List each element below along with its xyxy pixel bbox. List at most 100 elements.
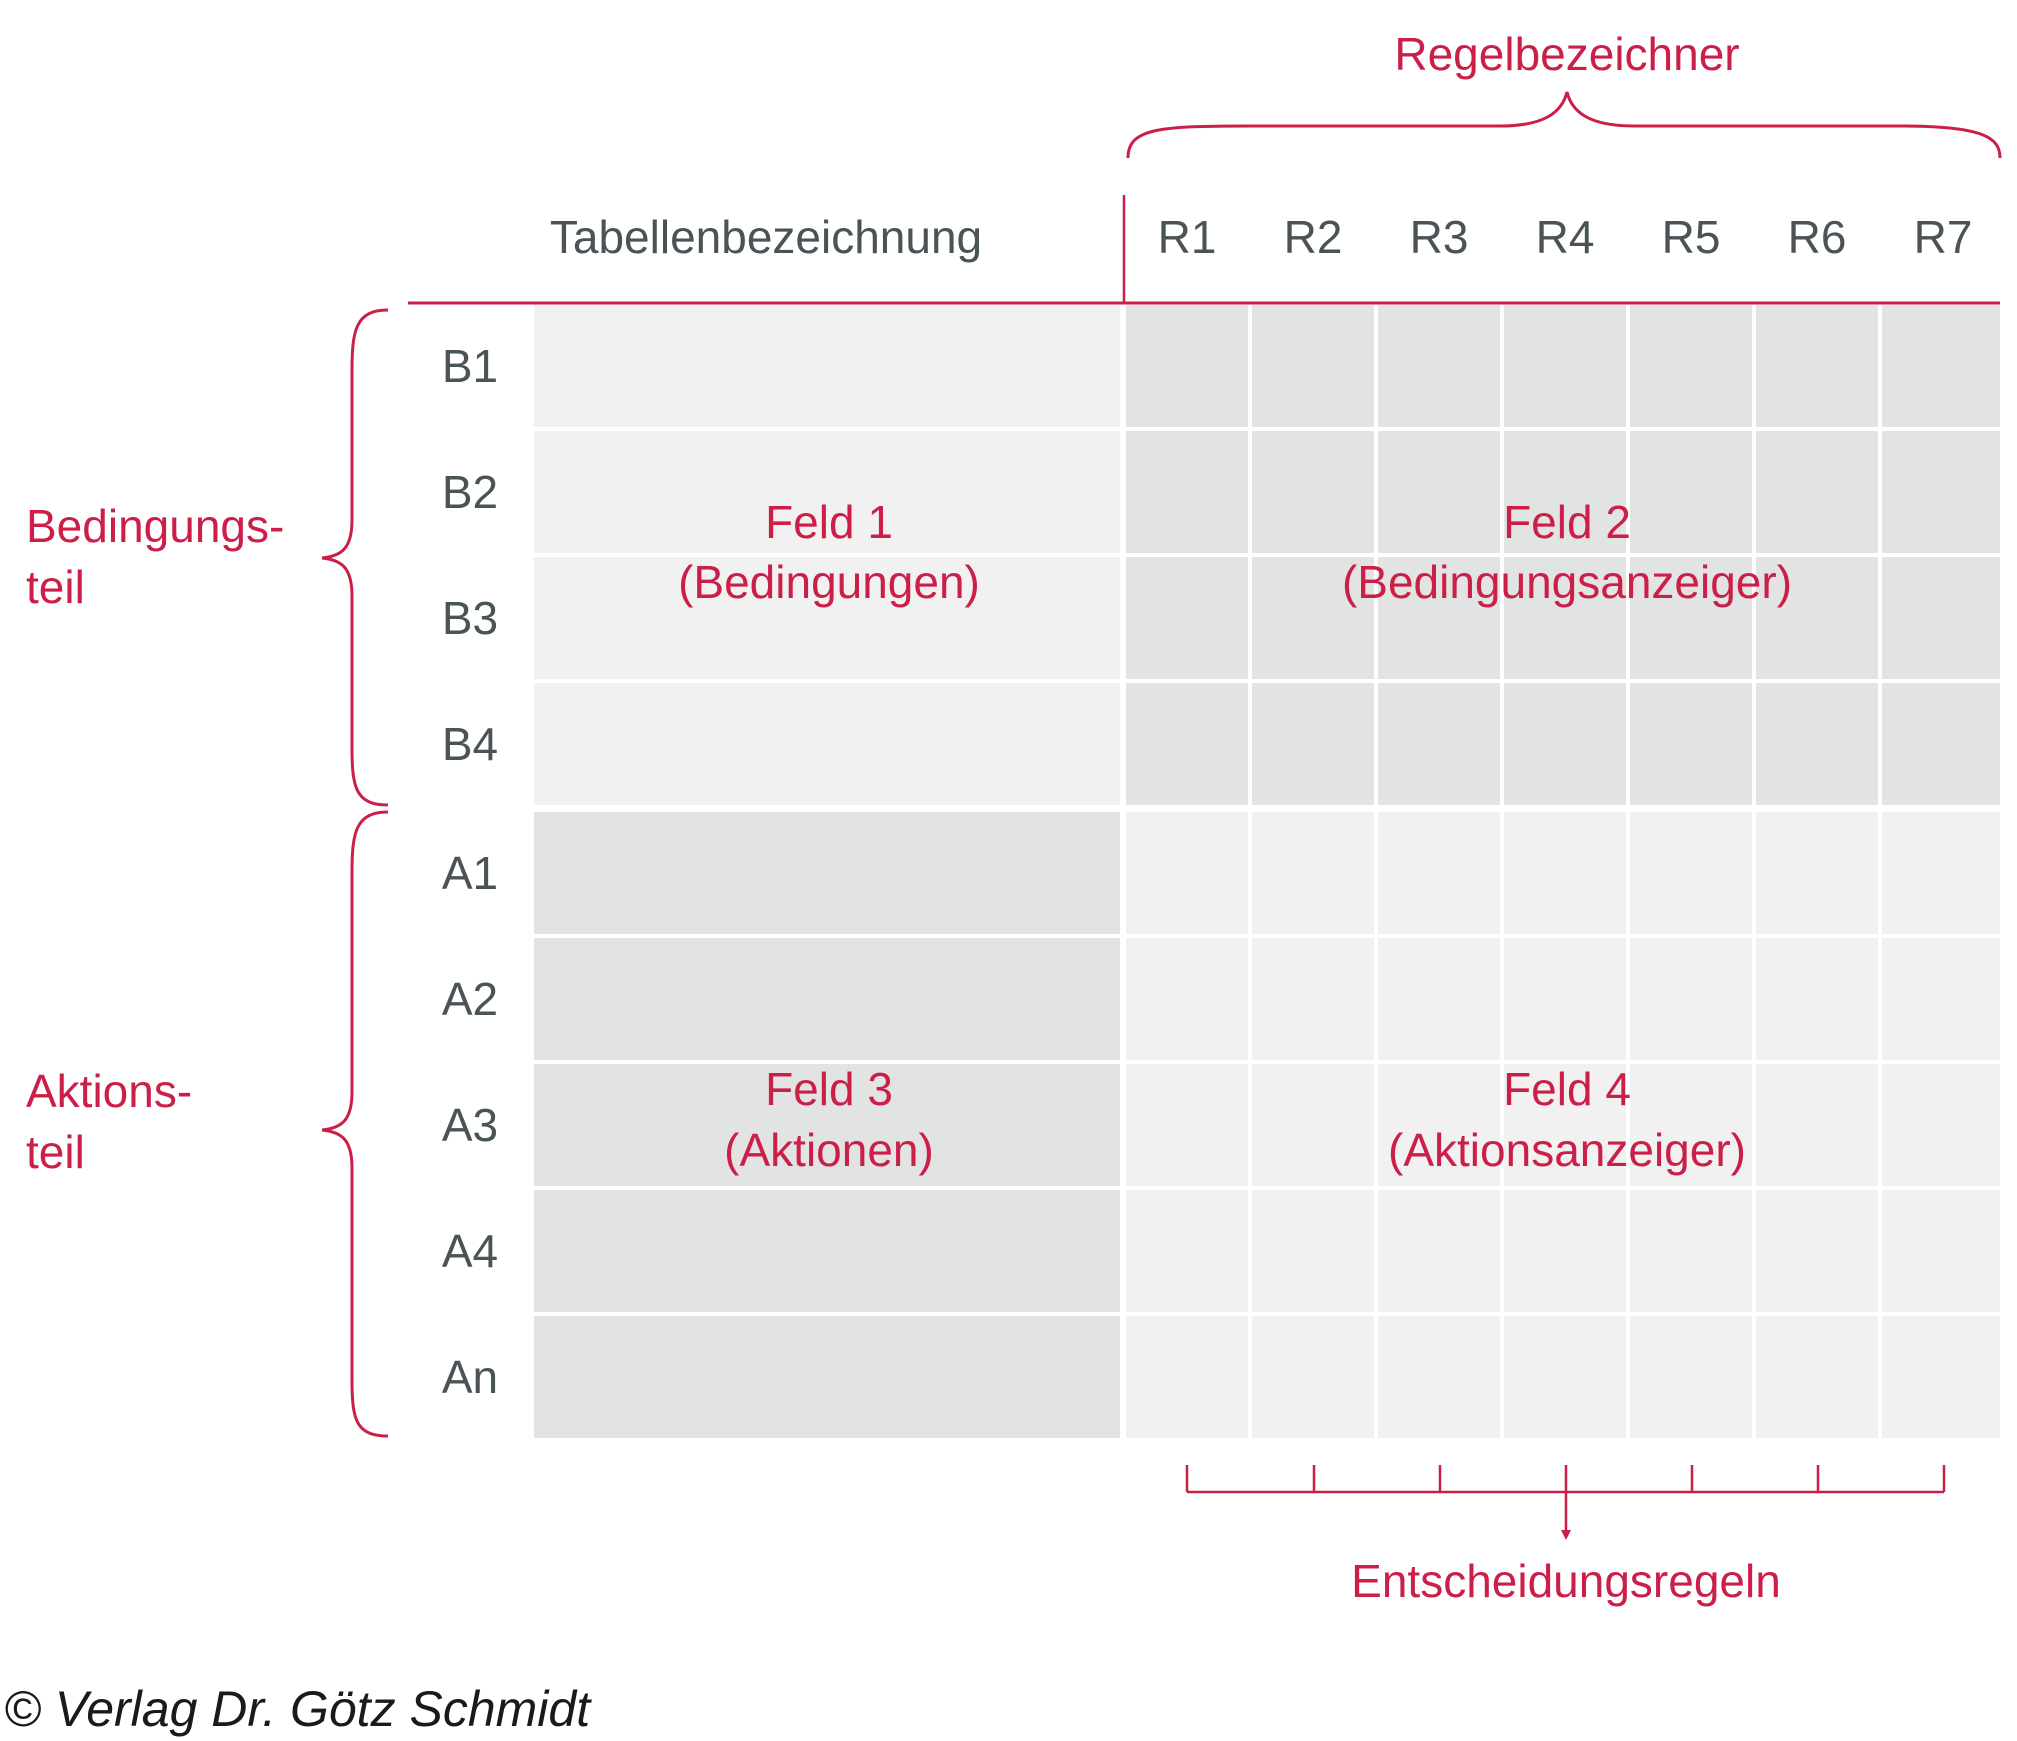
row-label-b3: B3 [442,592,498,644]
action-part-label-line2: teil [26,1126,85,1178]
field4-cell-a1-r4 [1504,812,1626,934]
row-label-a3: A3 [442,1099,498,1151]
field4-cell-an-r7 [1882,1316,2000,1438]
field3-cell-a2 [534,938,1120,1060]
field4-title: Feld 4 [1503,1063,1631,1115]
rule-header-r2: R2 [1284,211,1343,263]
row-label-a1: A1 [442,847,498,899]
field2-cell-b2-r1 [1126,431,1248,553]
condition-part-label-line1: Bedingungs- [26,500,284,552]
field4-cell-a3-r2 [1252,1064,1374,1186]
field4-cell-a4-r3 [1378,1190,1500,1312]
field4-cell-a2-r6 [1756,938,1878,1060]
field4-cell-a2-r7 [1882,938,2000,1060]
field2-cell-b2-r7 [1882,431,2000,553]
row-label-b1: B1 [442,340,498,392]
field2-cell-b4-r7 [1882,683,2000,805]
field4-cell-a4-r1 [1126,1190,1248,1312]
field4-cell-a2-r2 [1252,938,1374,1060]
field4-cell-a3-r5 [1630,1064,1752,1186]
field2-cell-b3-r6 [1756,557,1878,679]
rule-header-r4: R4 [1536,211,1595,263]
field2-cell-b1-r5 [1630,305,1752,427]
field1-cell-b2 [534,431,1120,553]
field2-cell-b2-r6 [1756,431,1878,553]
field4-cell-a4-r6 [1756,1190,1878,1312]
rule-header-r7: R7 [1914,211,1973,263]
field4-cell-a1-r3 [1378,812,1500,934]
field4-subtitle: (Aktionsanzeiger) [1388,1124,1746,1176]
field1-cell-b4 [534,683,1120,805]
field4-cell-a3-r6 [1756,1064,1878,1186]
field2-cell-b2-r3 [1378,431,1500,553]
field4-cell-a4-r7 [1882,1190,2000,1312]
field4-cell-a3-r3 [1378,1064,1500,1186]
field4-cell-a2-r4 [1504,938,1626,1060]
field1-cell-b3 [534,557,1120,679]
table-grid [534,305,2000,1438]
field4-cell-a4-r5 [1630,1190,1752,1312]
row-label-b2: B2 [442,466,498,518]
field2-cell-b1-r2 [1252,305,1374,427]
field4-cell-a2-r3 [1378,938,1500,1060]
copyright-notice: © Verlag Dr. Götz Schmidt [4,1681,592,1737]
field2-cell-b2-r2 [1252,431,1374,553]
field3-cell-an [534,1316,1120,1438]
field4-cell-a3-r7 [1882,1064,2000,1186]
field4-cell-a1-r1 [1126,812,1248,934]
field4-cell-a3-r4 [1504,1064,1626,1186]
field2-cell-b1-r1 [1126,305,1248,427]
rule-header-r6: R6 [1788,211,1847,263]
field2-cell-b4-r5 [1630,683,1752,805]
field4-cell-a1-r7 [1882,812,2000,934]
rule-header-r3: R3 [1410,211,1469,263]
field4-cell-an-r6 [1756,1316,1878,1438]
field1-subtitle: (Bedingungen) [678,556,980,608]
field4-cell-a1-r2 [1252,812,1374,934]
condition-part-label-line2: teil [26,561,85,613]
rule-headers: R1 R2 R3 R4 R5 R6 R7 [1158,211,1973,263]
field2-cell-b3-r1 [1126,557,1248,679]
field2-cell-b4-r2 [1252,683,1374,805]
field2-cell-b4-r6 [1756,683,1878,805]
row-label-a4: A4 [442,1225,498,1277]
field4-cell-a4-r4 [1504,1190,1626,1312]
field4-cell-an-r1 [1126,1316,1248,1438]
field2-cell-b3-r5 [1630,557,1752,679]
field4-cell-an-r3 [1378,1316,1500,1438]
condition-part-brace [321,308,389,807]
field2-cell-b1-r3 [1378,305,1500,427]
field2-cell-b1-r4 [1504,305,1626,427]
field2-cell-b2-r5 [1630,431,1752,553]
field3-cell-a4 [534,1190,1120,1312]
field3-cell-a1 [534,812,1120,934]
field4-cell-a4-r2 [1252,1190,1374,1312]
field1-cell-b1 [534,305,1120,427]
field3-subtitle: (Aktionen) [724,1124,934,1176]
field2-cell-b4-r4 [1504,683,1626,805]
field2-cell-b2-r4 [1504,431,1626,553]
rule-header-r5: R5 [1662,211,1721,263]
field4-cell-an-r5 [1630,1316,1752,1438]
field4-cell-an-r4 [1504,1316,1626,1438]
field4-cell-a1-r6 [1756,812,1878,934]
table-label: Tabellenbezeichnung [550,211,982,263]
decision-rules-label: Entscheidungsregeln [1351,1555,1781,1607]
rule-header-r1: R1 [1158,211,1217,263]
field2-cell-b3-r4 [1504,557,1626,679]
rule-label: Regelbezeichner [1394,28,1739,80]
field4-cell-an-r2 [1252,1316,1374,1438]
action-part-label-line1: Aktions- [26,1065,192,1117]
field2-cell-b3-r3 [1378,557,1500,679]
decision-rules-bracket [1185,1465,1946,1540]
field4-cell-a2-r5 [1630,938,1752,1060]
field2-cell-b3-r7 [1882,557,2000,679]
field3-title: Feld 3 [765,1063,893,1115]
row-label-a2: A2 [442,973,498,1025]
field2-cell-b1-r7 [1882,305,2000,427]
field2-title: Feld 2 [1503,496,1631,548]
rule-label-brace [1126,91,2002,159]
field2-subtitle: (Bedingungsanzeiger) [1342,556,1792,608]
